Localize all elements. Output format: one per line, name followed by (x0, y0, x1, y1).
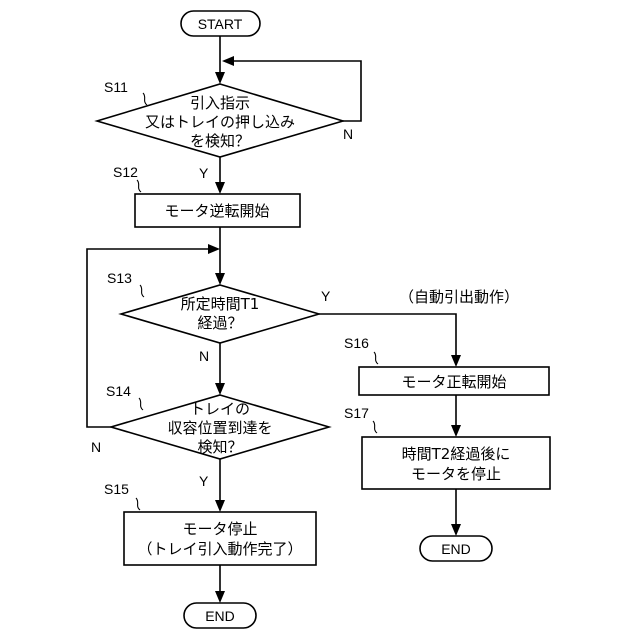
s11-decision: 引入指示 又はトレイの押し込み を検知？ (97, 84, 343, 157)
s11-no-label: N (343, 126, 353, 142)
arrowhead (215, 500, 225, 512)
s11-line-1: 引入指示 (190, 94, 250, 112)
arrow-s13-yes-to-s16 (319, 314, 456, 357)
s13-step-label: S13 (107, 270, 132, 286)
s13-line-1: 所定時間T1 (181, 295, 260, 313)
arrowhead (215, 72, 225, 84)
arrowhead (451, 355, 461, 367)
s11-line-3: を検知？ (190, 132, 250, 150)
s17-line-1: 時間T2経過後に (402, 445, 511, 463)
s14-step-label: S14 (106, 383, 131, 399)
arrowhead (208, 244, 220, 254)
start-terminal: START (181, 11, 260, 36)
s12-process: モータ逆転開始 (135, 194, 300, 227)
s11-yes-label: Y (199, 165, 209, 181)
start-text: START (198, 16, 243, 32)
s15-line-2: （トレイ引入動作完了） (137, 540, 302, 558)
s13-no-label: N (199, 348, 209, 364)
arrowhead (451, 425, 461, 437)
s17-label-leader (373, 421, 377, 433)
s16-label-leader (374, 352, 378, 364)
s11-label-leader (143, 93, 147, 105)
s17-step-label: S17 (344, 405, 369, 421)
end-right-text: END (441, 541, 471, 557)
end-terminal-right: END (420, 536, 492, 561)
s14-yes-label: Y (199, 473, 209, 489)
s17-process: 時間T2経過後に モータを停止 (362, 437, 550, 489)
s16-process: モータ正転開始 (359, 367, 549, 395)
s14-decision: トレイの 収容位置到達を 検知？ (111, 395, 329, 459)
s13-yes-label: Y (321, 288, 331, 304)
s17-line-2: モータを停止 (411, 465, 501, 483)
end-terminal-left: END (184, 603, 256, 628)
s13-decision: 所定時間T1 経過？ (121, 285, 319, 343)
s11-step-label: S11 (104, 79, 128, 95)
s14-line-1: トレイの (190, 400, 250, 418)
arrowhead (215, 182, 225, 194)
arrowhead (215, 273, 225, 285)
end-left-text: END (205, 608, 235, 624)
s16-step-label: S16 (344, 335, 369, 351)
auto-eject-note: （自動引出動作） (399, 288, 519, 306)
arrowhead (215, 383, 225, 395)
s15-step-label: S15 (104, 481, 129, 497)
s14-line-2: 収容位置到達を (167, 419, 272, 437)
arrowhead (451, 524, 461, 536)
s15-label-leader (136, 498, 140, 510)
s12-label-leader (137, 180, 141, 192)
s12-step-label: S12 (113, 164, 138, 180)
s15-line-1: モータ停止 (182, 520, 257, 538)
s14-line-3: 検知？ (197, 438, 242, 456)
s15-process: モータ停止 （トレイ引入動作完了） (124, 512, 316, 565)
s12-text: モータ逆転開始 (164, 202, 269, 220)
arrowhead (222, 56, 234, 66)
s16-text: モータ正転開始 (401, 373, 506, 391)
s11-line-2: 又はトレイの押し込み (145, 113, 295, 131)
s14-no-label: N (91, 439, 101, 455)
s13-line-2: 経過？ (197, 314, 242, 332)
arrowhead (215, 591, 225, 603)
s13-label-leader (140, 285, 144, 297)
s14-label-leader (139, 398, 143, 410)
